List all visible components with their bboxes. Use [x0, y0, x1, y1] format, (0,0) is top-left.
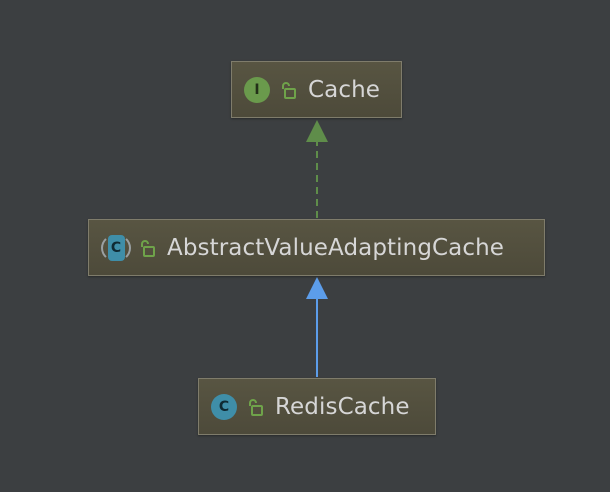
- class-icon: C: [211, 393, 237, 420]
- node-label-abstract-value-adapting-cache: AbstractValueAdaptingCache: [167, 234, 505, 261]
- edge-implements-arrowhead: [306, 120, 328, 142]
- unlocked-padlock-icon: [249, 398, 263, 416]
- abstract-class-icon: C: [101, 233, 131, 262]
- unlocked-padlock-icon: [282, 81, 296, 99]
- interface-icon: I: [244, 76, 270, 103]
- edge-extends-arrowhead: [306, 277, 328, 299]
- node-abstract-value-adapting-cache[interactable]: C AbstractValueAdaptingCache: [88, 219, 545, 276]
- node-redis-cache[interactable]: C RedisCache: [198, 378, 436, 435]
- node-cache[interactable]: I Cache: [231, 61, 402, 118]
- node-label-redis-cache: RedisCache: [275, 393, 410, 420]
- node-label-cache: Cache: [308, 76, 381, 103]
- unlocked-padlock-icon: [141, 239, 155, 257]
